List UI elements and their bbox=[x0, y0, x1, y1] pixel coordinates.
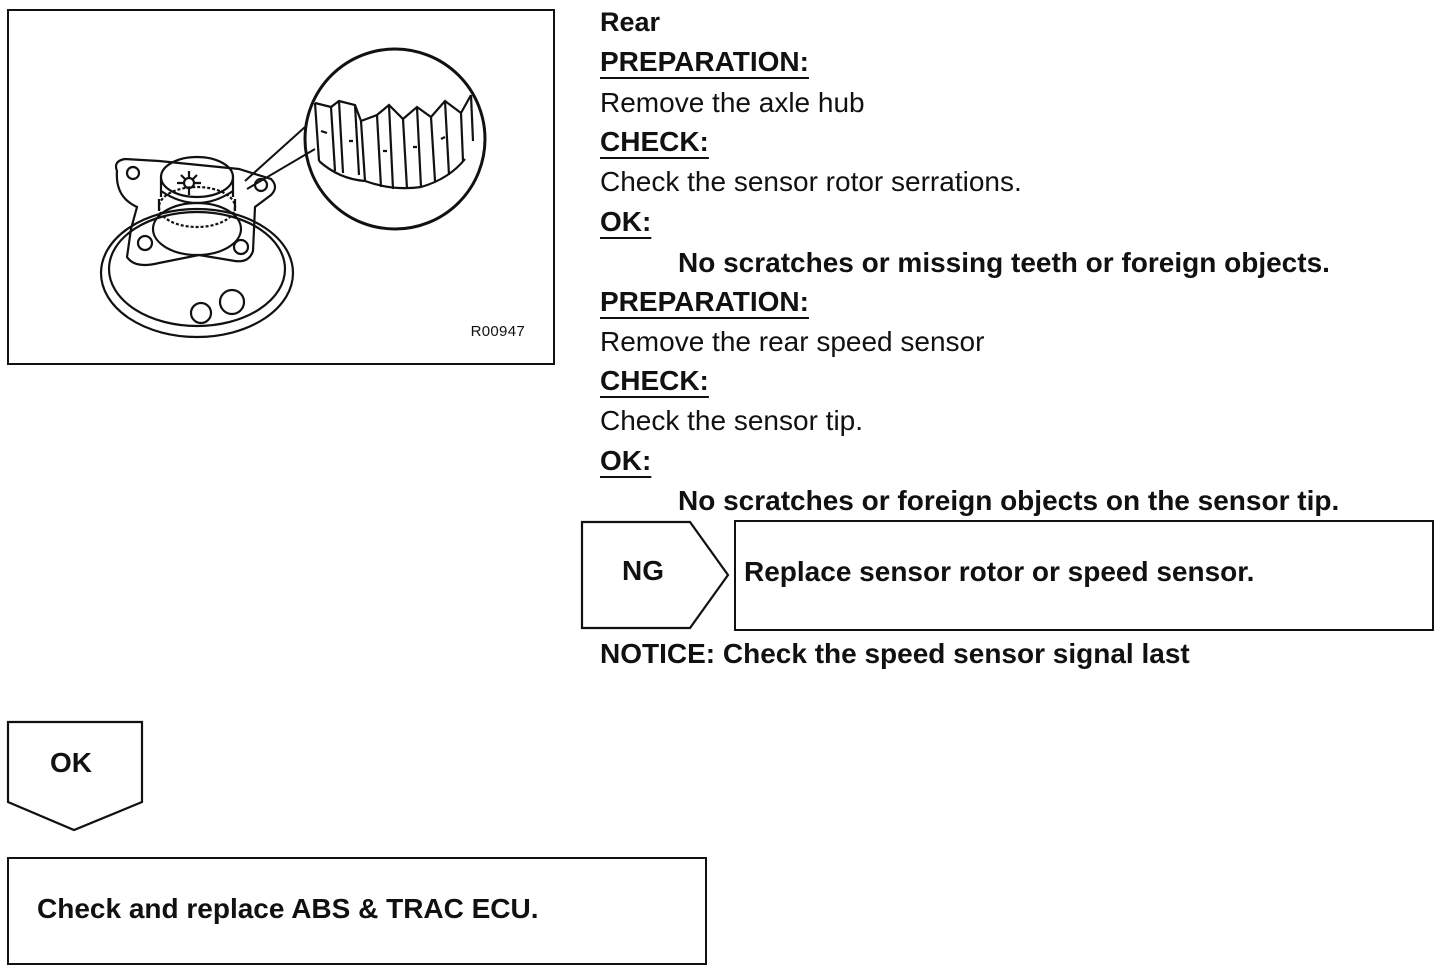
section-title: Rear bbox=[600, 7, 661, 37]
preparation-heading: PREPARATION: bbox=[600, 46, 809, 77]
ok-action-text: Check and replace ABS & TRAC ECU. bbox=[37, 893, 539, 924]
check-text: Check the sensor tip. bbox=[600, 405, 864, 436]
preparation-text: Remove the rear speed sensor bbox=[600, 326, 985, 357]
preparation-heading: PREPARATION: bbox=[600, 286, 809, 317]
ok-criteria: No scratches or missing teeth or foreign… bbox=[678, 247, 1330, 278]
ng-action-text: Replace sensor rotor or speed sensor. bbox=[744, 556, 1255, 587]
preparation-text: Remove the axle hub bbox=[600, 87, 865, 118]
sensor-rotor bbox=[157, 185, 237, 229]
backing-plate bbox=[99, 207, 295, 339]
notice-text: NOTICE: Check the speed sensor signal la… bbox=[600, 638, 1190, 669]
check-heading: CHECK: bbox=[600, 365, 709, 396]
figure-id: R00947 bbox=[470, 323, 525, 340]
ok-criteria: No scratches or foreign objects on the s… bbox=[678, 485, 1340, 516]
ok-heading: OK: bbox=[600, 445, 652, 476]
magnified-serrations bbox=[303, 47, 487, 231]
hub-flange bbox=[114, 157, 277, 267]
ok-action-box: Check and replace ABS & TRAC ECU. bbox=[7, 857, 707, 965]
ok-label: OK bbox=[50, 747, 92, 778]
ok-heading: OK: bbox=[600, 206, 652, 237]
ng-action-box: Replace sensor rotor or speed sensor. bbox=[734, 520, 1434, 631]
check-text: Check the sensor rotor serrations. bbox=[600, 166, 1022, 197]
ok-arrow-box bbox=[6, 720, 144, 832]
axle-hub-illustration bbox=[99, 47, 487, 339]
figure-frame: R00947 bbox=[7, 9, 555, 365]
ng-label: NG bbox=[622, 555, 664, 586]
check-heading: CHECK: bbox=[600, 126, 709, 157]
ng-arrow-box bbox=[580, 520, 730, 630]
